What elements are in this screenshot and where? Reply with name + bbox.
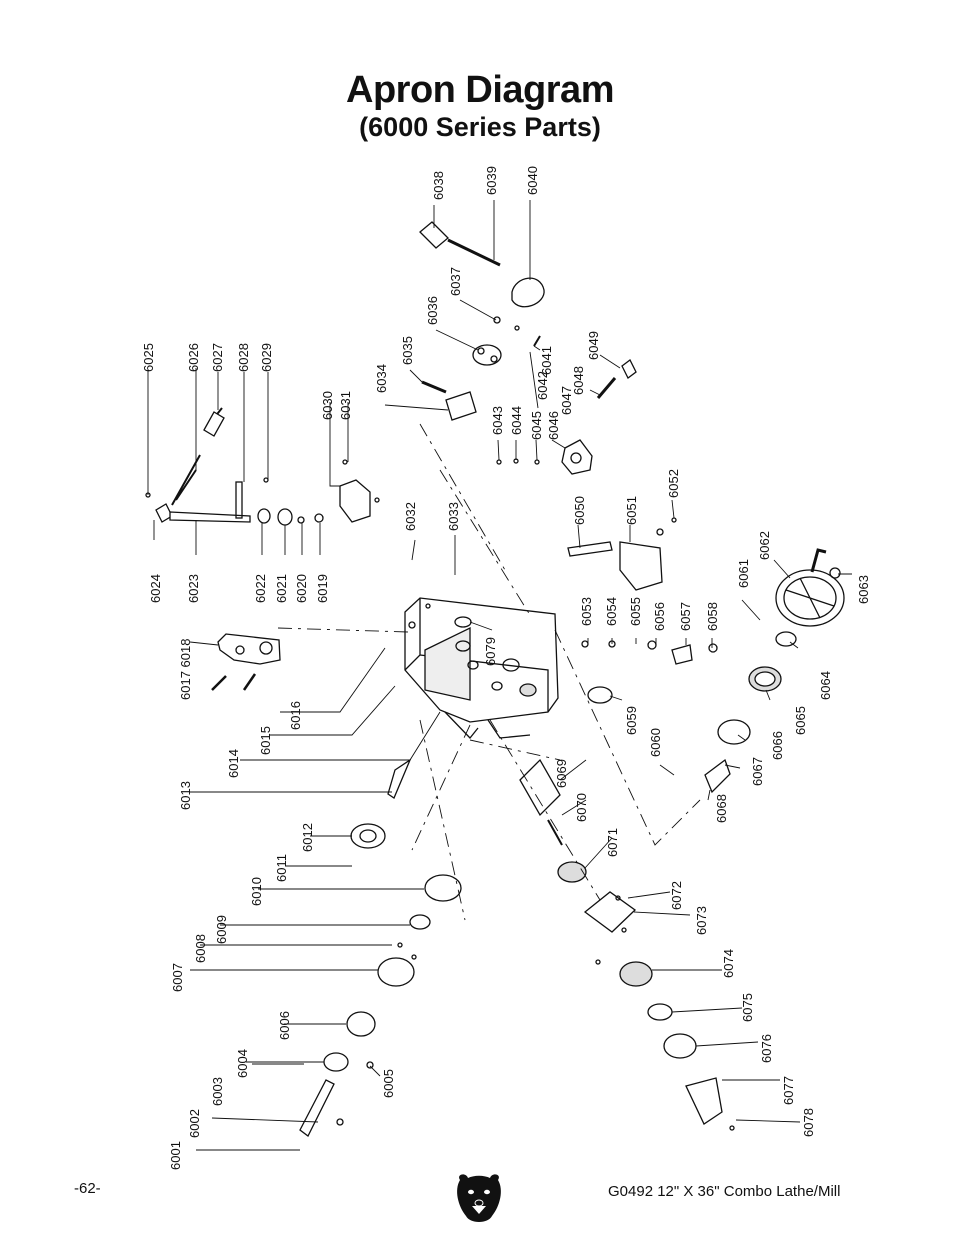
part-label: 6048 [571, 366, 586, 395]
part-label: 6065 [793, 706, 808, 735]
part-label: 6017 6018 [178, 639, 193, 700]
lever-handle-assembly [419, 221, 545, 421]
part-drawings [145, 200, 852, 1151]
shaft-assembly-6023 [145, 407, 324, 526]
part-label: 6024 [148, 574, 163, 603]
part-label: 6005 [381, 1069, 396, 1098]
part-label: 6069 [554, 759, 569, 788]
part-label: 6060 [648, 728, 663, 757]
part-label: 6049 [586, 331, 601, 360]
page-number: -62- [74, 1180, 101, 1197]
page-title: Apron Diagram [346, 69, 614, 111]
part-label: 6058 [705, 602, 720, 631]
part-label: 6016 [288, 701, 303, 730]
part-label: 6019 [315, 574, 330, 603]
part-label: 6021 [274, 574, 289, 603]
part-label: 6026 [186, 343, 201, 372]
apron-housing [404, 597, 559, 739]
part-label: 6015 [258, 726, 273, 755]
part-label: 6035 [400, 336, 415, 365]
part-label: 6053 [579, 597, 594, 626]
part-label: 6045 [529, 411, 544, 440]
part-label: 6022 [253, 574, 268, 603]
bracket-6030 [339, 459, 380, 523]
part-label: 6050 [572, 496, 587, 525]
part-label: 6003 [210, 1077, 225, 1106]
lower-right-assembly [519, 686, 735, 1131]
part-label: 6009 [214, 915, 229, 944]
part-label: 6038 [431, 171, 446, 200]
page-subtitle: (6000 Series Parts) [359, 112, 601, 142]
part-label: 6062 [757, 531, 772, 560]
part-label: 6066 [770, 731, 785, 760]
part-label: 6046 [546, 411, 561, 440]
part-label: 6032 [403, 502, 418, 531]
part-label: 6037 [448, 267, 463, 296]
part-label: 6006 [277, 1011, 292, 1040]
part-label: 6044 [509, 406, 524, 435]
part-label: 6042 [535, 371, 550, 400]
part-label: 6039 [484, 166, 499, 195]
part-label: 6031 [338, 391, 353, 420]
part-label: 6057 [678, 602, 693, 631]
part-label: 6036 [425, 296, 440, 325]
handwheel-6062 [581, 548, 845, 794]
part-label: 6040 [525, 166, 540, 195]
part-label: 6027 [210, 343, 225, 372]
part-label: 6013 [178, 781, 193, 810]
part-label: 6055 [628, 597, 643, 626]
leader-lines [147, 200, 852, 1151]
part-label: 6030 [320, 391, 335, 420]
part-label: 6072 [669, 881, 684, 910]
shifter-block [496, 359, 677, 591]
part-number-labels: 6001 6002 6003 6004 6005 6006 6007 6008 6009 6010… [141, 166, 871, 1170]
part-label: 6054 [604, 597, 619, 626]
part-label: 6014 [226, 749, 241, 778]
part-label: 6029 [259, 343, 274, 372]
part-label: 6025 [141, 343, 156, 372]
part-label: 6061 [736, 559, 751, 588]
part-label: 6043 [490, 406, 505, 435]
part-label: 6077 [781, 1076, 796, 1105]
model-caption: G0492 12" X 36" Combo Lathe/Mill [608, 1183, 841, 1200]
part-label: 6028 [236, 343, 251, 372]
part-label: 6076 [759, 1034, 774, 1063]
part-label: 6008 [193, 934, 208, 963]
part-label: 6004 [235, 1049, 250, 1078]
part-label: 6051 [624, 496, 639, 525]
part-label: 6070 [574, 793, 589, 822]
part-label: 6020 [294, 574, 309, 603]
part-label: 6056 [652, 602, 667, 631]
part-label: 6041 [539, 346, 554, 375]
part-label: 6079 [483, 637, 498, 666]
part-label: 6002 [187, 1109, 202, 1138]
part-label: 6074 [721, 949, 736, 978]
part-label: 6052 [666, 469, 681, 498]
part-label: 6075 [740, 993, 755, 1022]
bracket-6017 [211, 633, 281, 691]
dashed-assembly-lines [277, 423, 701, 921]
part-label: 6063 [856, 575, 871, 604]
part-label: 6064 [818, 671, 833, 700]
part-label: 6033 [446, 502, 461, 531]
part-label: 6034 [374, 364, 389, 393]
part-label: 6010 [249, 877, 264, 906]
part-label: 6007 [170, 963, 185, 992]
part-label: 6001 [168, 1141, 183, 1170]
part-label: 6067 [750, 757, 765, 786]
part-label: 6023 [186, 574, 201, 603]
part-label: 6068 [714, 794, 729, 823]
grizzly-bear-logo-icon [457, 1174, 501, 1222]
part-label: 6073 [694, 906, 709, 935]
part-label: 6012 [300, 823, 315, 852]
part-label: 6078 [801, 1108, 816, 1137]
part-label: 6011 [274, 854, 289, 882]
part-label: 6059 [624, 706, 639, 735]
part-label: 6047 [559, 386, 574, 415]
part-label: 6071 [605, 828, 620, 857]
